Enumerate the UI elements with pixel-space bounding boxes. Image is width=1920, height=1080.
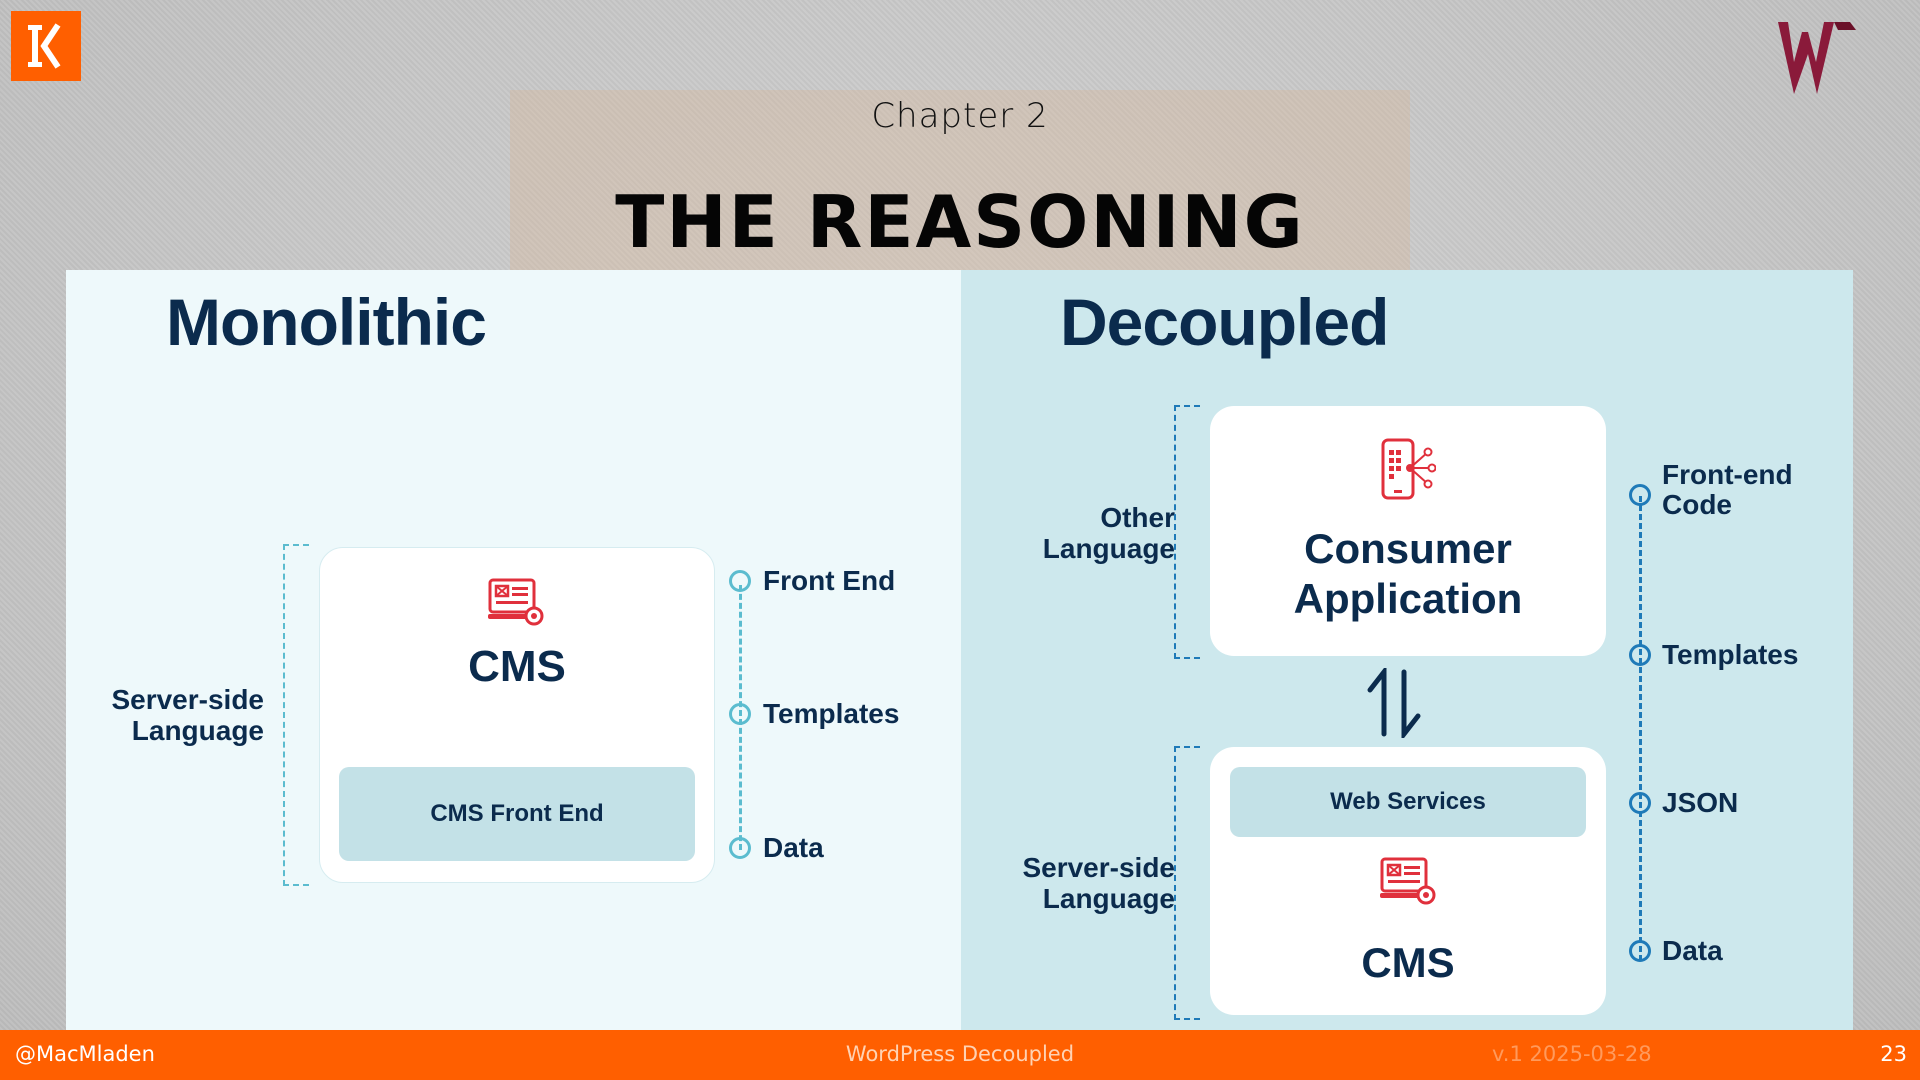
decoupled-layer-line: [1639, 496, 1642, 961]
side-label-line: Language: [1042, 533, 1175, 564]
layer-templates: Templates: [1662, 639, 1799, 670]
layer-data: Data: [763, 832, 824, 863]
cms-bracket: [1174, 746, 1200, 1020]
layer-node: [1629, 644, 1651, 666]
layer-node: [729, 703, 751, 725]
side-label-line: Server-side: [1022, 852, 1175, 883]
side-label-line: Server-side: [111, 684, 264, 715]
layer-node: [1629, 940, 1651, 962]
cms-icon: [1380, 857, 1436, 905]
layer-templates: Templates: [763, 698, 900, 729]
layer-label-line: Code: [1662, 489, 1732, 520]
layer-json: JSON: [1662, 787, 1739, 818]
page-number: 23: [1880, 1042, 1907, 1066]
layer-node: [729, 837, 751, 859]
cms-title: CMS: [468, 642, 566, 691]
layer-node: [1629, 792, 1651, 814]
title-line: Application: [1293, 575, 1523, 622]
layer-front-end-code: Front-end Code: [1662, 460, 1793, 520]
side-label-line: Other: [1100, 502, 1175, 533]
version-label: v.1 2025-03-28: [1492, 1042, 1652, 1066]
side-label-line: Language: [131, 715, 264, 746]
consumer-application-title: Consumer Application: [1210, 524, 1606, 624]
layer-label-line: Front-end: [1662, 459, 1793, 490]
monolithic-cms-card: CMS CMS Front End: [319, 547, 715, 883]
decoupled-heading: Decoupled: [1060, 285, 1389, 359]
wordpress-w-logo: [1774, 14, 1860, 100]
consumer-bracket: [1174, 405, 1200, 659]
w-logo-icon: [1778, 22, 1856, 94]
layer-node: [1629, 484, 1651, 506]
layer-node: [729, 570, 751, 592]
monolithic-heading: Monolithic: [166, 285, 487, 359]
side-label-line: Language: [1042, 883, 1175, 914]
cms-front-end-bar: CMS Front End: [339, 767, 695, 861]
slide-title: THE REASONING: [615, 180, 1305, 264]
title-backdrop: [510, 90, 1410, 270]
slide-footer: @MacMladen WordPress Decoupled v.1 2025-…: [0, 1030, 1920, 1080]
bidirectional-arrow-icon: [1367, 668, 1421, 738]
layer-front-end: Front End: [763, 565, 896, 596]
other-language-label: Other Language: [981, 502, 1175, 564]
monolithic-side-label: Server-side Language: [86, 684, 264, 746]
decoupled-cms-card: Web Services CMS: [1210, 747, 1606, 1015]
cms-icon: [488, 578, 544, 626]
title-line: Consumer: [1304, 525, 1512, 572]
server-side-language-label: Server-side Language: [981, 852, 1175, 914]
monolithic-panel: Monolithic Server-side Language CMS CMS …: [66, 270, 961, 1030]
talk-title: WordPress Decoupled: [845, 1042, 1075, 1066]
layer-data: Data: [1662, 935, 1723, 966]
consumer-application-card: Consumer Application: [1210, 406, 1606, 656]
chapter-label: Chapter 2: [871, 96, 1049, 136]
author-handle: @MacMladen: [15, 1042, 155, 1066]
monolithic-bracket: [283, 544, 309, 886]
brand-logo: [11, 11, 81, 81]
mobile-app-icon: [1381, 438, 1436, 500]
k-logo-icon: [28, 23, 61, 69]
decoupled-panel: Decoupled Other Language Consumer Applic…: [961, 270, 1853, 1030]
web-services-bar: Web Services: [1230, 767, 1586, 837]
decoupled-cms-title: CMS: [1361, 939, 1455, 986]
